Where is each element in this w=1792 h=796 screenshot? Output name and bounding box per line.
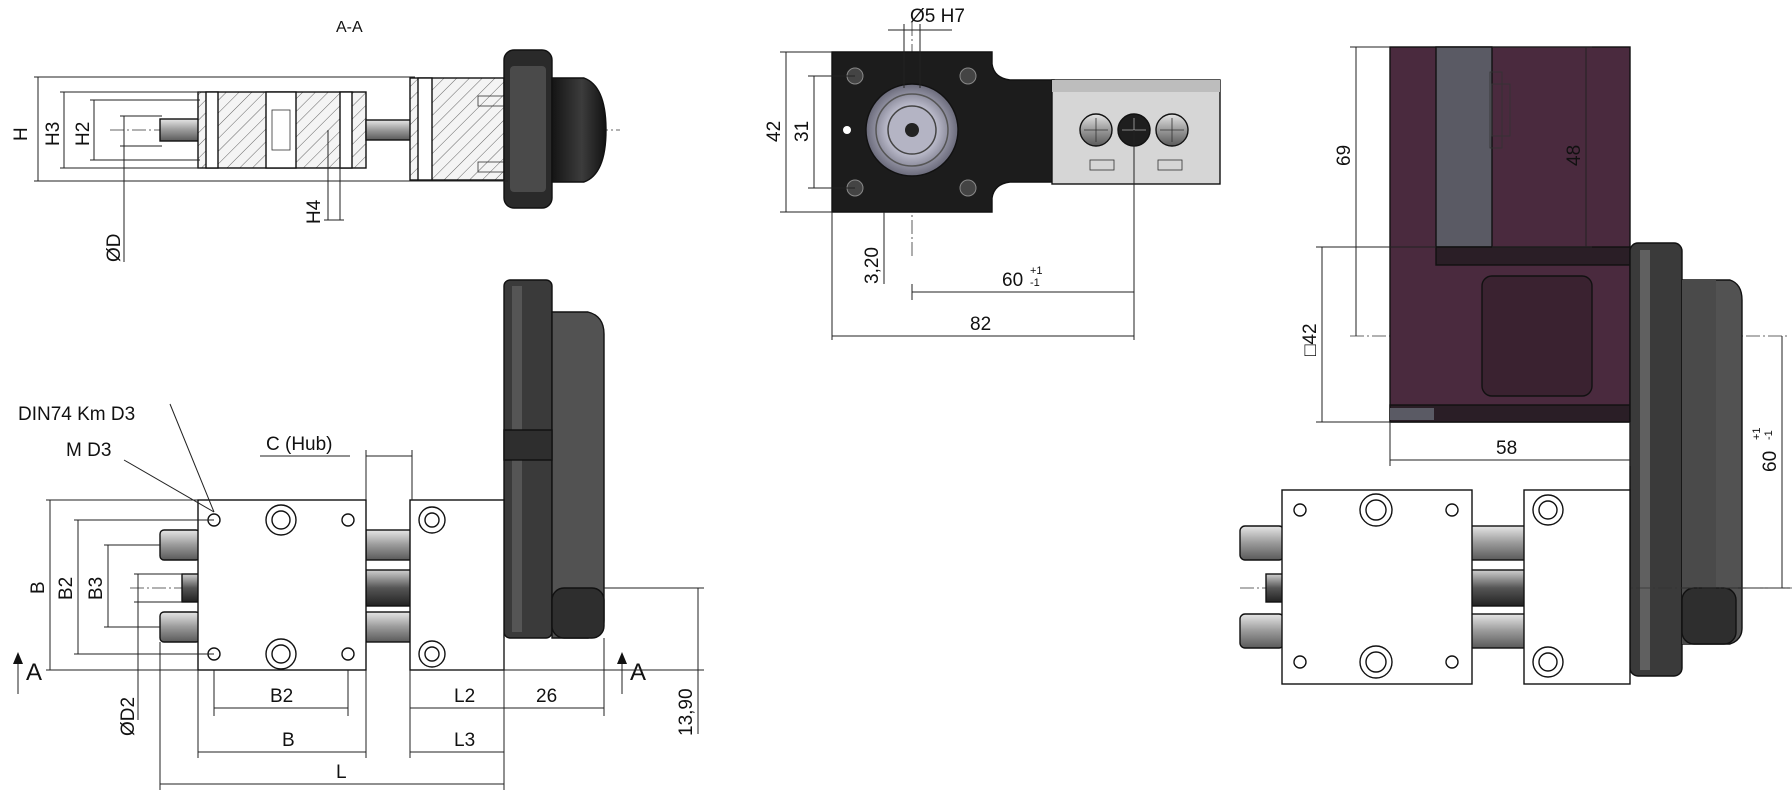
label-b3: B3: [86, 577, 107, 600]
label-l2: L2: [454, 686, 475, 707]
label-v60: 60: [1760, 451, 1781, 472]
label-b2-bottom: B2: [270, 686, 293, 707]
label-tol-plus: +1: [1030, 265, 1043, 277]
label-v60-tol-minus: -1: [1763, 430, 1775, 440]
label-h48: 48: [1564, 145, 1585, 166]
label-tol-minus: -1: [1030, 277, 1040, 289]
label-h2: H2: [73, 122, 94, 146]
label-b: B: [28, 581, 49, 594]
motor-knob: [551, 77, 607, 183]
label-offset: 3,20: [862, 247, 883, 284]
section-dimensions: [34, 76, 508, 262]
label-h3: H3: [43, 122, 64, 146]
front-view-dimensions: [46, 403, 704, 790]
front-view: A A: [13, 279, 704, 790]
label-l: L: [336, 762, 347, 783]
label-b-bottom: B: [282, 730, 295, 751]
svg-text:A: A: [630, 659, 646, 686]
section-marker-right: A: [617, 652, 646, 694]
label-d2: ØD2: [118, 697, 139, 736]
label-sq42: □42: [1300, 323, 1321, 356]
label-v60-tol-plus: +1: [1751, 427, 1763, 440]
lead-screw-right: [1469, 569, 1527, 607]
label-d: ØD: [104, 234, 125, 263]
label-w58: 58: [1496, 438, 1517, 459]
motor-flange-side: [1629, 242, 1683, 677]
section-view-aa: A-A: [11, 19, 620, 262]
guide-rod-left: [159, 118, 201, 142]
front-view-right: [1239, 489, 1792, 685]
label-hub: C (Hub): [266, 434, 333, 455]
label-width82: 82: [970, 314, 991, 335]
label-md3: M D3: [66, 440, 111, 461]
side-view: 69 48 □42 58 60 +1 -1: [1300, 46, 1790, 677]
top-view-dimensions: [780, 24, 1135, 340]
section-marker-left: A: [13, 652, 42, 694]
label-b2: B2: [56, 577, 77, 600]
label-13-90: 13,90: [676, 688, 697, 736]
label-h4: H4: [304, 199, 325, 224]
label-h31: 31: [792, 121, 813, 142]
top-view: Ø5 H7 42 31 3,20 60 +1 -1 82: [764, 6, 1221, 340]
label-din: DIN74 Km D3: [18, 404, 135, 425]
label-stroke: 60: [1002, 270, 1023, 291]
label-h42: 42: [764, 121, 785, 142]
label-26: 26: [536, 686, 557, 707]
label-h69: 69: [1334, 145, 1355, 166]
label-h: H: [11, 127, 32, 141]
label-bore: Ø5 H7: [910, 6, 965, 27]
svg-text:A: A: [26, 659, 42, 686]
lead-screw: [365, 569, 413, 607]
drive-block-front: [409, 499, 505, 671]
section-title: A-A: [336, 19, 363, 36]
label-l3: L3: [454, 730, 475, 751]
